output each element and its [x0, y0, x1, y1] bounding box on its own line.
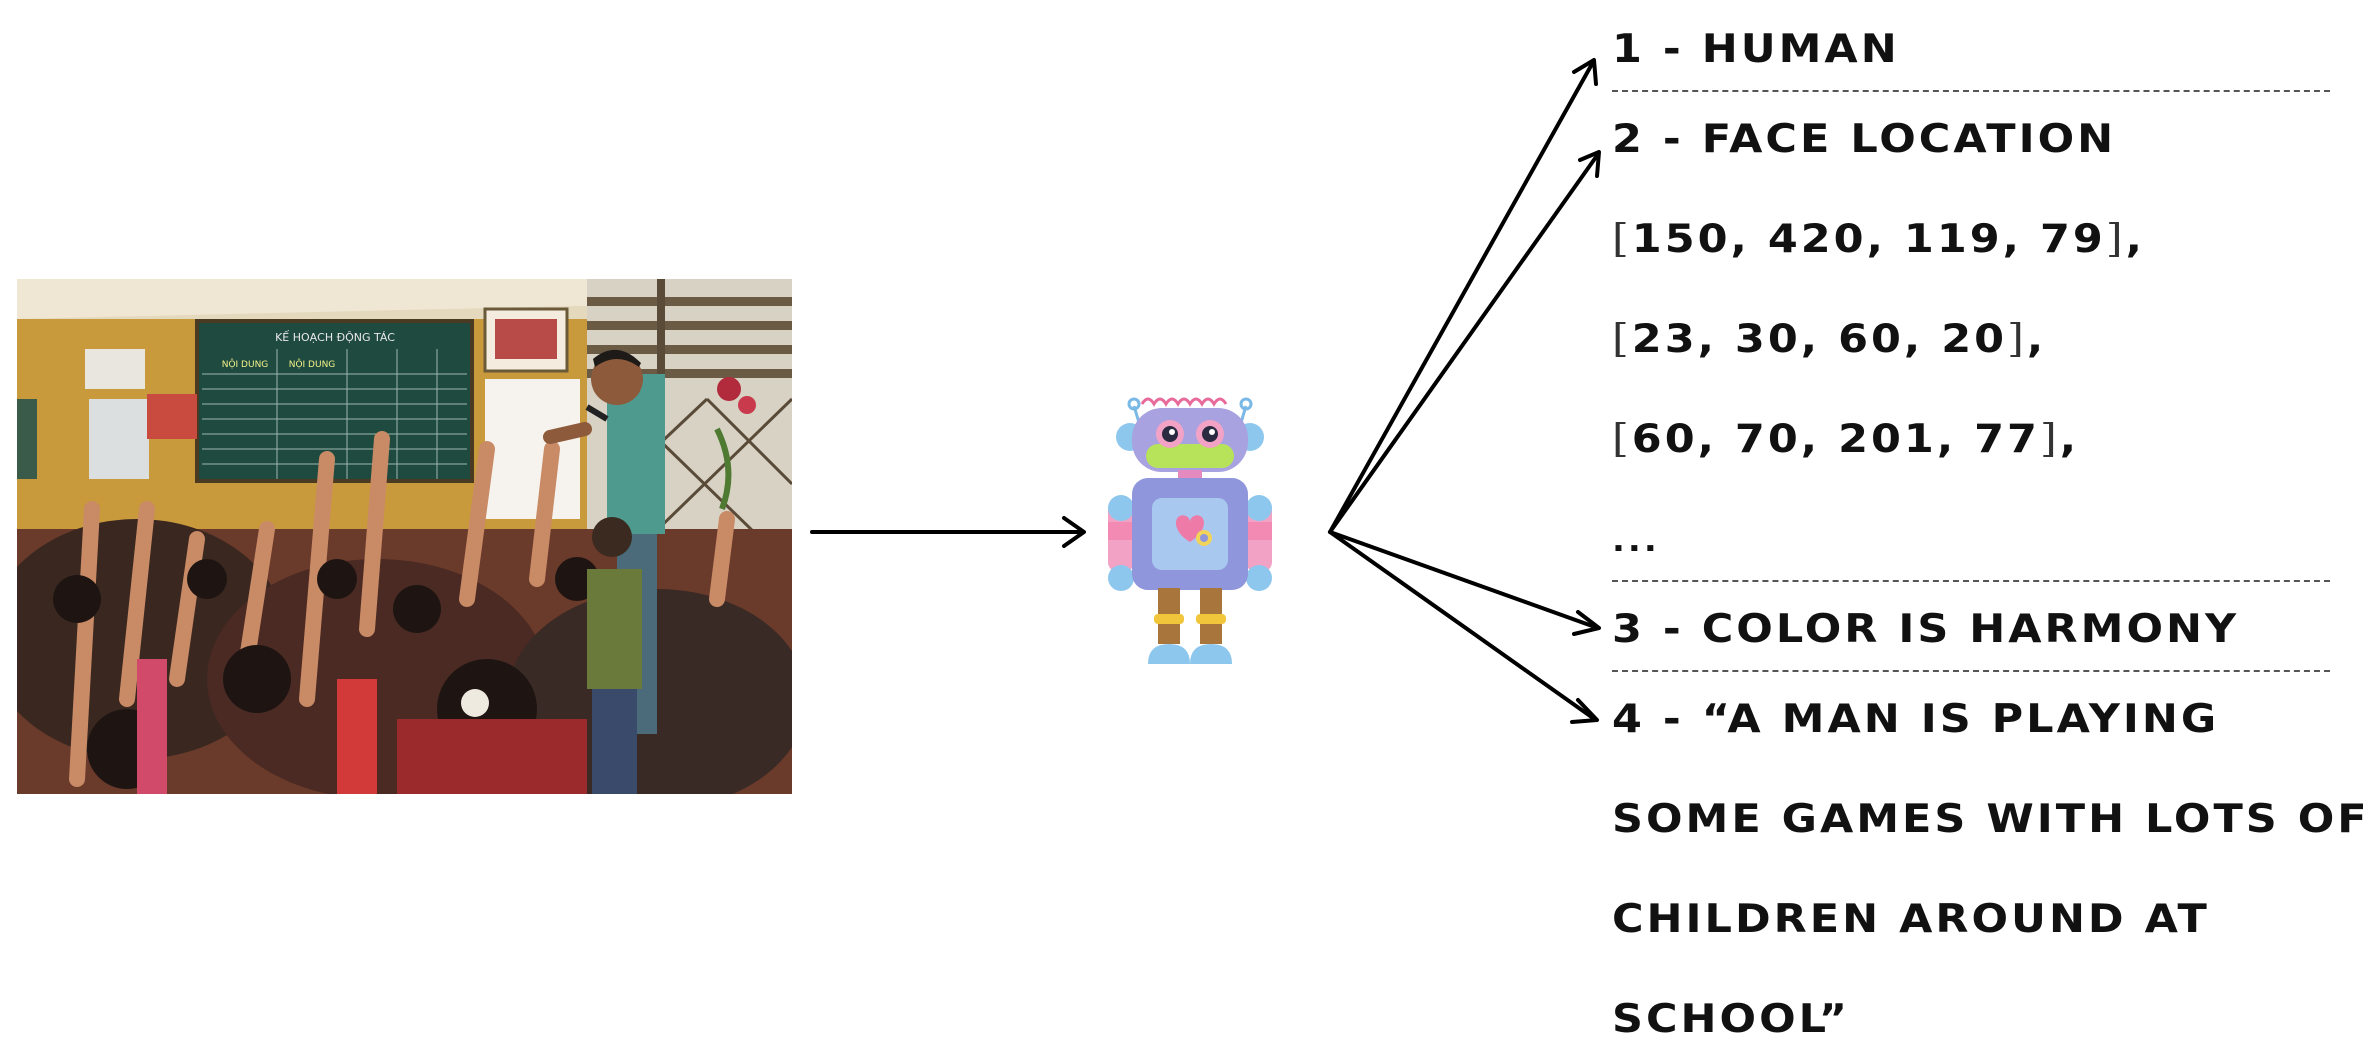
arrowhead-4 [1570, 698, 1599, 724]
item-2-title: 2 - FACE LOCATION [1612, 120, 2116, 160]
arrow-to-item-2 [1328, 155, 1598, 534]
item-1-label: HUMAN [1701, 26, 1900, 73]
arrowhead-3 [1572, 610, 1601, 636]
item-3-dash: - [1644, 606, 1702, 653]
arrowhead-1 [1572, 58, 1598, 86]
item-3-number: 3 [1612, 606, 1645, 653]
board-title: KẾ HOẠCH ĐỘNG TÁC [275, 330, 395, 344]
item-4-title: 4 - “A MAN IS PLAYING [1612, 700, 2219, 740]
arrow-to-item-1 [1328, 62, 1594, 534]
caption-line-4: SCHOOL” [1612, 996, 1850, 1043]
face-box-1-values: 150, 420, 119, 79 [1631, 216, 2106, 263]
item-2-dash: - [1644, 116, 1702, 163]
separator-3 [1612, 670, 2330, 672]
separator-2 [1612, 580, 2330, 582]
item-1-title: 1 - HUMAN [1612, 30, 1900, 70]
board-col-2: NỘI DUNG [289, 358, 336, 370]
arrowhead-robot [1062, 516, 1086, 548]
input-photo: KẾ HOẠCH ĐỘNG TÁC NỘI DUNG NỘI DUNG [17, 279, 792, 794]
arrow-to-item-3 [1328, 530, 1597, 629]
caption-line-3: CHILDREN AROUND AT [1612, 896, 2210, 943]
caption-line-2: SOME GAMES WITH LOTS OF [1612, 796, 2370, 843]
separator-1 [1612, 90, 2330, 92]
item-1-number: 1 [1612, 26, 1645, 73]
item-3-title: 3 - COLOR IS HARMONY [1612, 610, 2239, 650]
item-2-label: FACE LOCATION [1701, 116, 2117, 163]
face-box-2-values: 23, 30, 60, 20 [1631, 316, 2008, 363]
item-2-number: 2 [1612, 116, 1645, 163]
classroom-photo: KẾ HOẠCH ĐỘNG TÁC NỘI DUNG NỘI DUNG [17, 279, 792, 794]
item-4-number: 4 [1612, 696, 1645, 743]
face-box-ellipsis: ... [1612, 522, 1660, 560]
face-box-3: [60, 70, 201, 77], [1612, 416, 2080, 463]
face-box-3-values: 60, 70, 201, 77 [1631, 416, 2040, 463]
item-3-label: COLOR IS HARMONY [1701, 606, 2240, 653]
item-1-dash: - [1644, 26, 1702, 73]
arrow-to-item-4 [1328, 530, 1595, 720]
board-col-1: NỘI DUNG [222, 358, 269, 370]
face-box-2: [23, 30, 60, 20], [1612, 316, 2047, 363]
robot-icon [1108, 397, 1272, 664]
arrowhead-2 [1578, 150, 1601, 178]
caption-line-1: “A MAN IS PLAYING [1701, 696, 2220, 743]
face-box-1: [150, 420, 119, 79], [1612, 216, 2145, 263]
item-4-dash: - [1644, 696, 1702, 743]
